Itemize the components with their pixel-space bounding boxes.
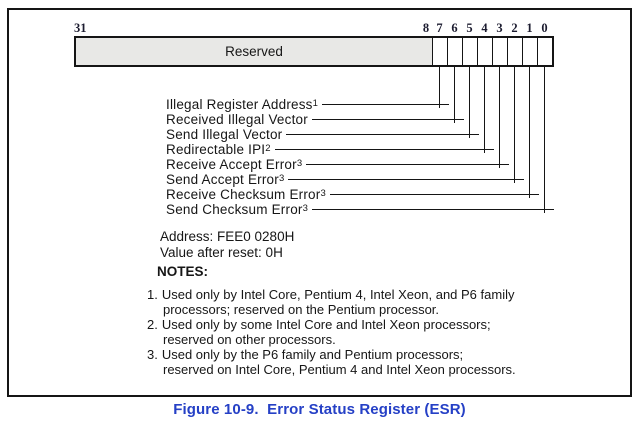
figure-caption: Figure 10-9. Error Status Register (ESR) <box>173 401 466 418</box>
connector-line-bit0 <box>543 67 546 213</box>
connector-line <box>311 118 464 120</box>
flag-label-received-illegal-vector: Received Illegal Vector <box>166 111 308 127</box>
bit-index-6: 6 <box>451 21 458 35</box>
bit-cell-2 <box>507 38 523 65</box>
flag-row-bit5: Send Illegal Vector <box>166 126 479 142</box>
connector-line-bit6 <box>453 67 456 123</box>
figure-frame: 31 8 7 6 5 4 3 2 1 0 Reserved <box>7 8 632 397</box>
note-text-continued: reserved on Intel Core, Pentium 4 and In… <box>163 362 516 377</box>
address-block: Address: FEE0 0280H Value after reset: 0… <box>160 229 294 260</box>
bit-cell-7 <box>432 38 448 65</box>
connector-line <box>306 163 509 165</box>
note-item-1: 1.Used only by Intel Core, Pentium 4, In… <box>147 287 516 317</box>
connector-line <box>321 103 449 105</box>
reset-value-line: Value after reset: 0H <box>160 244 283 260</box>
bit-index-7: 7 <box>436 21 443 35</box>
notes-list: 1.Used only by Intel Core, Pentium 4, In… <box>147 287 516 377</box>
note-text: Used only by the P6 family and Pentium p… <box>161 347 464 362</box>
flag-label-receive-checksum-error: Receive Checksum Error <box>166 186 321 202</box>
connector-line-bit5 <box>468 67 471 138</box>
bit-index-2: 2 <box>511 21 518 35</box>
register-box: Reserved <box>74 36 554 67</box>
reserved-field: Reserved <box>76 38 433 65</box>
note-text-continued: processors; reserved on the Pentium proc… <box>163 302 440 317</box>
flag-label-redirectable-ipi: Redirectable IPI <box>166 141 266 157</box>
connector-line-bit3 <box>498 67 501 168</box>
note-text: Used only by Intel Core, Pentium 4, Inte… <box>161 287 515 302</box>
bit-index-1: 1 <box>526 21 533 35</box>
flag-label-send-checksum-error: Send Checksum Error <box>166 201 303 217</box>
flag-label-send-accept-error: Send Accept Error <box>166 171 279 187</box>
note-number: 2. <box>147 317 158 332</box>
connector-line-bit1 <box>528 67 531 198</box>
connector-line-bit7 <box>438 67 441 108</box>
notes-heading: NOTES: <box>157 264 209 279</box>
note-text: Used only by some Intel Core and Intel X… <box>161 317 491 332</box>
note-number: 1. <box>147 287 158 302</box>
flag-row-bit6: Received Illegal Vector <box>166 111 464 127</box>
bit-cell-6 <box>447 38 463 65</box>
reserved-label: Reserved <box>225 44 283 59</box>
bit-index-8: 8 <box>422 21 430 35</box>
bit-index-5: 5 <box>466 21 473 35</box>
bit-index-3: 3 <box>496 21 503 35</box>
bit-cell-3 <box>492 38 508 65</box>
address-line: Address: FEE0 0280H <box>160 229 295 244</box>
bit-index-31: 31 <box>74 21 87 35</box>
note-item-3: 3.Used only by the P6 family and Pentium… <box>147 347 516 377</box>
connector-line-bit2 <box>513 67 516 183</box>
note-text-continued: reserved on other processors. <box>163 332 336 347</box>
connector-line <box>286 133 479 135</box>
connector-line <box>274 148 494 150</box>
note-item-2: 2.Used only by some Intel Core and Intel… <box>147 317 516 347</box>
connector-line <box>329 193 539 195</box>
note-number: 3. <box>147 347 158 362</box>
connector-line <box>288 178 524 180</box>
bit-cell-0 <box>537 38 553 65</box>
bit-cell-1 <box>522 38 538 65</box>
flag-label-send-illegal-vector: Send Illegal Vector <box>166 126 283 142</box>
bit-index-4: 4 <box>481 21 488 35</box>
connector-line <box>311 208 554 210</box>
bit-cell-5 <box>462 38 478 65</box>
connector-line-bit4 <box>483 67 486 153</box>
flag-label-illegal-register-address: Illegal Register Address <box>166 96 313 112</box>
bit-index-0: 0 <box>541 21 548 35</box>
bit-cell-4 <box>477 38 493 65</box>
flag-label-receive-accept-error: Receive Accept Error <box>166 156 297 172</box>
